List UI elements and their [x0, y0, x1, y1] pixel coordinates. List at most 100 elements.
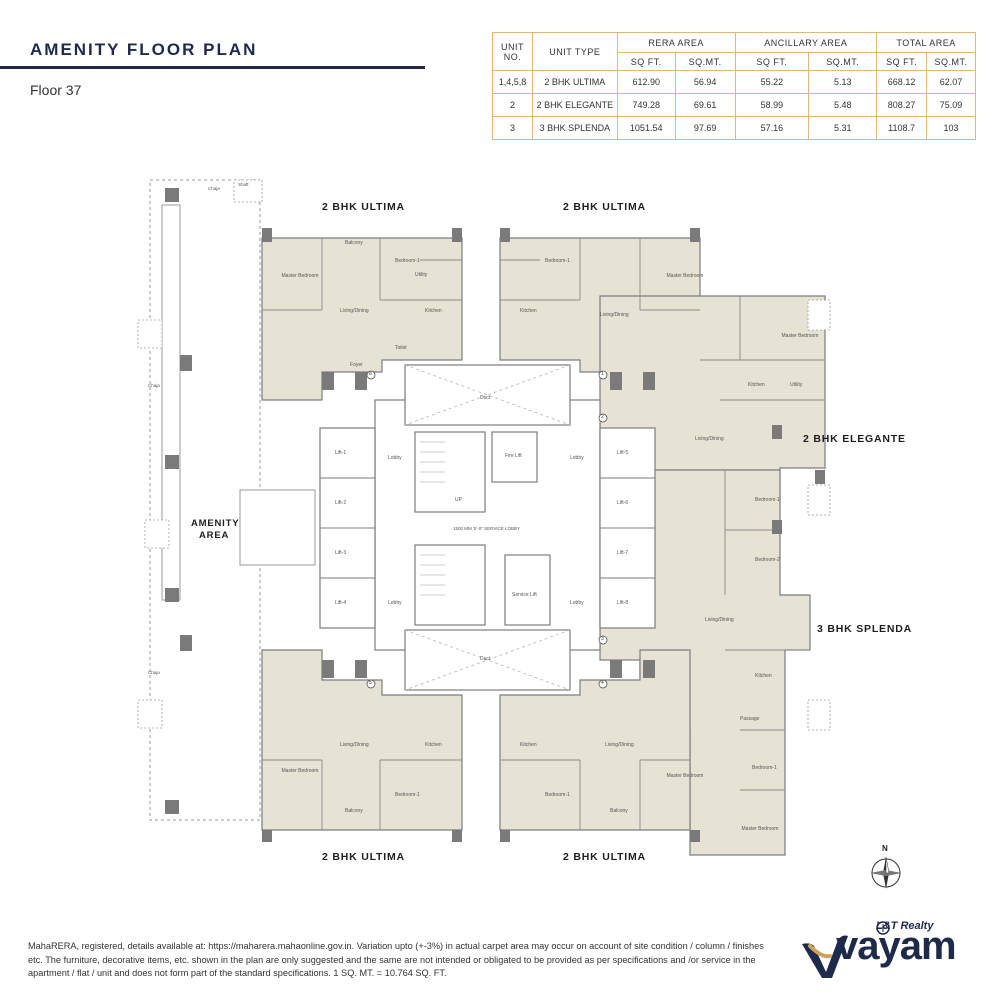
shaft-tl: [233, 179, 263, 203]
unit-label-ultima-tl: 2 BHK ULTIMA: [322, 201, 405, 213]
room-label: Balcony: [345, 240, 363, 246]
cell-unit-type: 3 BHK SPLENDA: [531, 116, 618, 140]
fire-lift-shaft: [491, 431, 538, 483]
service-lobby-label: 1500 MM '5'-0" SERVICE LOBBY: [453, 526, 521, 531]
room-label: Kitchen: [748, 382, 765, 388]
shaft-l2: [144, 519, 170, 549]
service-lift-label: Service Lift: [512, 592, 537, 598]
room-label: Utility: [790, 382, 803, 388]
project-name: vayam: [836, 924, 957, 968]
unit-label-splenda: 3 BHK SPLENDA: [817, 623, 912, 635]
cell-unit-no: 1,4,5,8: [492, 70, 533, 94]
unit-label-ultima-tr: 2 BHK ULTIMA: [563, 201, 646, 213]
title-underline: [0, 66, 425, 69]
room-label: Bedroom-2: [755, 557, 780, 563]
unit-number: 8: [369, 371, 372, 377]
room-label: Kitchen: [520, 308, 537, 314]
fire-lift-label: Fire Lift: [505, 453, 522, 459]
service-lift-shaft: [504, 554, 551, 626]
room-label: Master Bedroom: [666, 773, 704, 779]
room-label: Master Bedroom: [741, 826, 779, 832]
col-unit-type: UNIT TYPE: [531, 32, 618, 71]
lobby-label: Lobby: [570, 600, 584, 606]
cell-unit-no: 2: [492, 93, 533, 117]
room-label: Living/Dining: [705, 617, 734, 623]
developer-name: L&T Realty: [876, 920, 934, 932]
amenity-deck: [239, 489, 316, 566]
lift-label: Lift-2: [335, 500, 347, 506]
chaja-label: Chaja: [148, 670, 160, 675]
compass-north-label: N: [882, 844, 888, 853]
cell-unit-no: 3: [492, 116, 533, 140]
area-table: UNIT NO. UNIT TYPE RERA AREA ANCILLARY A…: [492, 32, 976, 140]
room-label: Bedroom-1: [395, 792, 420, 798]
cell-rera-sqft: 1051.54: [616, 116, 676, 140]
room-label: Living/Dining: [600, 312, 629, 318]
room-label: Bedroom-1: [545, 258, 570, 264]
compass-rose-icon: [870, 856, 902, 889]
cell-anc-sqmt: 5.13: [808, 70, 878, 94]
unit-number: 3: [601, 636, 604, 642]
floor-label: Floor 37: [30, 82, 82, 98]
lift-label: Lift-8: [617, 600, 629, 606]
brand-logo: [800, 920, 980, 980]
room-label: Bedroom-1: [545, 792, 570, 798]
room-label: Bedroom-1: [755, 497, 780, 503]
lt-realty-logo-icon: [802, 921, 890, 978]
unit-number: 4: [601, 680, 604, 686]
lobby-label: Lobby: [388, 600, 402, 606]
chaja-label: Chaja: [208, 186, 220, 191]
shaft-l1: [137, 319, 163, 349]
page-title: AMENITY FLOOR PLAN: [30, 40, 258, 59]
shaft-l3: [137, 699, 163, 729]
disclaimer-text: MahaRERA, registered, details available …: [28, 941, 764, 978]
room-label: Master Bedroom: [281, 273, 319, 279]
room-label: Living/Dining: [695, 436, 724, 442]
unit-number: 1: [601, 371, 604, 377]
chaja-label: Chaja: [148, 383, 160, 388]
lobby-label: Lobby: [570, 455, 584, 461]
room-label: Balcony: [610, 808, 628, 814]
unit-label-ultima-br: 2 BHK ULTIMA: [563, 851, 646, 863]
core-block: [374, 399, 601, 651]
room-label: Kitchen: [520, 742, 537, 748]
cell-unit-type: 2 BHK ELEGANTE: [531, 93, 618, 117]
amenity-terrace-outline: [149, 179, 261, 821]
shaft-label: Shaft: [238, 182, 249, 187]
unit-label-ultima-bl: 2 BHK ULTIMA: [322, 851, 405, 863]
room-label: Foyer: [350, 362, 363, 368]
duct-label: Duct: [480, 656, 491, 662]
stair-up-label: UP: [455, 497, 462, 503]
room-label: Bedroom-1: [395, 258, 420, 264]
cell-rera-sqmt: 56.94: [674, 70, 736, 94]
cell-total-sqmt: 103: [926, 116, 976, 140]
lift-label: Lift-3: [335, 550, 347, 556]
table-row: 1,4,5,8 2 BHK ULTIMA 612.90 56.94 55.22 …: [492, 70, 976, 94]
room-label: Living/Dining: [340, 308, 369, 314]
duct-label: Duct: [480, 395, 491, 401]
table-row: 3 3 BHK SPLENDA 1051.54 97.69 57.16 5.31…: [492, 116, 976, 140]
room-label: Utility: [415, 272, 428, 278]
room-label: Master Bedroom: [281, 768, 319, 774]
room-label: Kitchen: [755, 673, 772, 679]
cell-anc-sqft: 57.16: [734, 116, 810, 140]
room-label: Living/Dining: [340, 742, 369, 748]
lift-label: Lift-1: [335, 450, 347, 456]
amenity-label-line1: AMENITY: [191, 518, 240, 529]
cell-total-sqmt: 75.09: [926, 93, 976, 117]
lift-label: Lift-6: [617, 500, 629, 506]
lobby-label: Lobby: [388, 455, 402, 461]
shaft-r3: [807, 699, 831, 731]
room-label: Master Bedroom: [666, 273, 704, 279]
room-label: Kitchen: [425, 308, 442, 314]
lift-label: Lift-4: [335, 600, 347, 606]
shaft-r1: [807, 299, 831, 331]
room-label: Bedroom-1: [752, 765, 777, 771]
room-label: Kitchen: [425, 742, 442, 748]
room-label: Balcony: [345, 808, 363, 814]
unit-1-ultima: [261, 237, 463, 401]
cell-total-sqft: 1108.7: [876, 116, 928, 140]
room-label: Toilet: [395, 345, 407, 351]
room-label: Passage: [740, 716, 760, 722]
